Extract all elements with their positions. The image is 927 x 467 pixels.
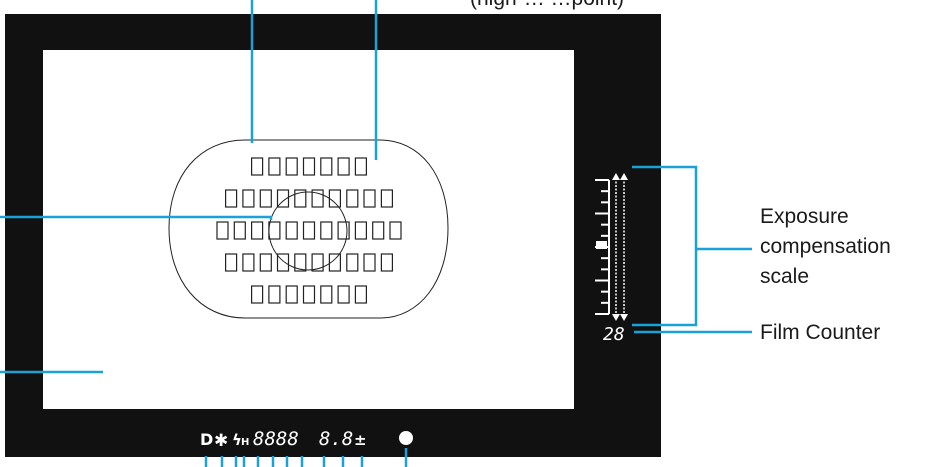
af-point	[311, 253, 324, 272]
af-point	[354, 157, 367, 176]
af-point	[242, 253, 255, 272]
arrow-up-icon	[612, 173, 620, 180]
af-point	[302, 221, 316, 240]
high-speed-h-icon: H	[241, 437, 249, 448]
ae-lock-star-icon: ✱	[214, 431, 228, 451]
af-point	[276, 189, 290, 208]
af-point	[337, 221, 350, 240]
af-point	[276, 253, 290, 272]
ev-label-line-3: scale	[760, 265, 810, 288]
exposure-compensation-scale	[595, 173, 628, 321]
af-point	[363, 253, 376, 272]
af-point	[372, 221, 385, 240]
af-point	[285, 157, 298, 176]
af-point	[389, 221, 402, 240]
leader-spot-circle	[0, 215, 273, 220]
focus-confirmation-icon	[399, 431, 413, 445]
af-point	[311, 189, 324, 208]
af-point	[328, 189, 341, 208]
af-point	[354, 221, 367, 240]
exposure-comp-icon: ±	[354, 431, 367, 449]
aperture-display: 8.8	[319, 428, 353, 450]
arrow-up-icon	[620, 173, 628, 180]
af-points-grid	[216, 157, 402, 304]
af-point	[380, 189, 393, 208]
af-point	[346, 253, 359, 272]
af-point	[216, 221, 229, 240]
film-counter-label: Film Counter	[760, 321, 881, 344]
af-point	[285, 285, 298, 304]
af-point	[268, 285, 281, 304]
mode-d-icon: D	[200, 430, 213, 449]
arrow-down-icon	[620, 314, 628, 321]
af-point	[225, 189, 238, 208]
top-partial-callout: (high-… …point)	[470, 0, 624, 11]
exposure-compensation-label: Exposure compensation scale	[760, 202, 925, 292]
af-point	[259, 253, 272, 272]
af-point	[251, 285, 264, 304]
af-point	[354, 285, 367, 304]
af-point	[259, 189, 272, 208]
af-point	[302, 285, 316, 304]
image-area	[43, 50, 574, 409]
af-point	[242, 189, 255, 208]
ev-label-line-1: Exposure	[760, 205, 849, 228]
af-point	[363, 189, 376, 208]
af-point	[320, 157, 333, 176]
af-point	[268, 157, 281, 176]
arrow-down-icon	[612, 314, 620, 321]
af-point	[251, 221, 264, 240]
af-point	[268, 221, 281, 240]
film-counter-display: 28	[603, 324, 625, 345]
flash-high-speed-icon: ϟ	[232, 431, 242, 449]
af-point	[320, 221, 333, 240]
af-point	[337, 285, 350, 304]
leader-ev-bracket	[632, 165, 698, 327]
af-point	[380, 253, 393, 272]
af-point	[328, 253, 341, 272]
ev-scale-zero-marker	[596, 241, 607, 249]
af-area-outline	[168, 139, 449, 319]
af-point	[294, 253, 307, 272]
ev-label-line-2: compensation	[760, 235, 891, 258]
info-bar: D ✱ ϟ H 8888 8.8 ±	[200, 428, 413, 451]
shutter-speed-display: 8888	[253, 428, 299, 450]
af-point	[233, 221, 246, 240]
af-point	[346, 189, 359, 208]
af-point	[251, 157, 264, 176]
af-point	[294, 189, 307, 208]
af-point	[285, 221, 298, 240]
af-point	[225, 253, 238, 272]
leader-lines	[0, 0, 752, 467]
af-point	[337, 157, 350, 176]
af-point	[320, 285, 333, 304]
af-point	[302, 157, 316, 176]
